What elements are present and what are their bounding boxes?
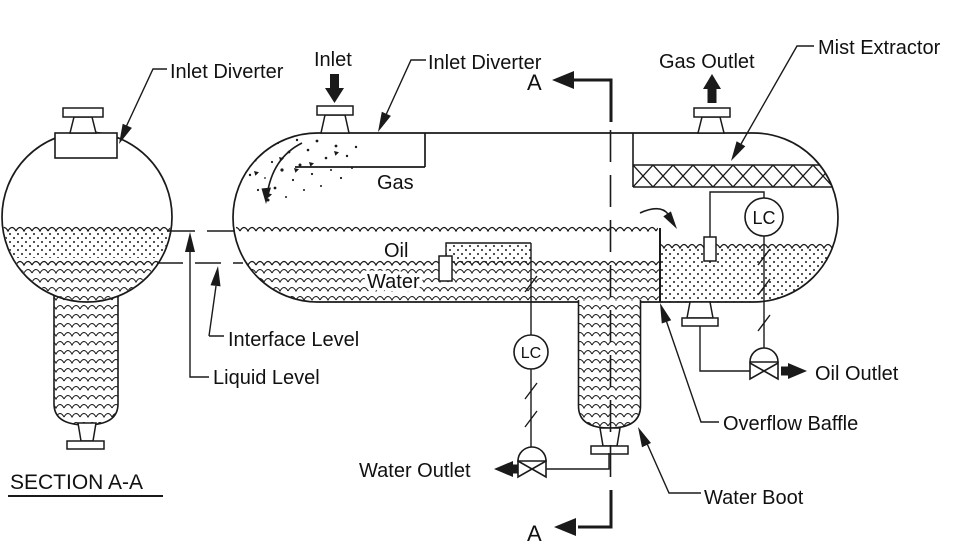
section-cut-line [552,71,613,536]
overflow-baffle-label: Overflow Baffle [723,413,858,435]
leader-arrow-inlet-diverter-left [119,123,132,144]
inlet-spray [248,138,358,204]
oil-level-float [703,236,717,262]
water-outlet-label: Water Outlet [359,460,471,482]
leader-arrow-overflow-baffle [660,303,672,324]
water-boot-label: Water Boot [704,487,804,509]
main-separator-vessel [232,105,839,327]
gas-outlet-flow-arrow [707,88,717,103]
leader-lines [119,45,814,494]
section-marker-bottom-label: A [527,521,542,546]
liquid-level-label: Liquid Level [213,367,320,389]
inlet-flow-arrow [330,74,339,89]
leader-arrow-water-boot [638,427,651,448]
interface-level-label: Interface Level [228,329,359,351]
water-boot [577,299,642,455]
level-controller-circle [513,334,549,370]
interface-level-arrow [210,266,221,287]
oil-outlet-label: Oil Outlet [815,363,899,385]
oil-pocket [446,243,531,263]
level-controller-label: LC [752,208,775,228]
inlet-diverter-left-label: Inlet Diverter [170,61,284,83]
stream-arrows [325,74,721,103]
valve-actuator [749,347,779,363]
inlet-nozzle [316,105,354,134]
section-top-nozzle [69,116,97,134]
gas-phase-label: Gas [377,172,414,194]
gas-outlet-label: Gas Outlet [659,51,755,73]
mist-extractor-element [632,133,838,188]
interface-float [438,255,453,282]
liquid-level-arrow [185,232,195,252]
level-controller-circle [744,197,784,237]
water-outlet-flow-arrow [494,461,513,477]
inlet-label: Inlet [314,49,352,71]
section-view-vessel [1,107,173,450]
main-vessel-contents [236,133,838,302]
main-vessel-shell [232,132,839,303]
section-marker-top-label: A [527,70,542,95]
oil-outlet-valve [749,361,779,381]
overflow-flow-arrow [639,207,677,229]
level-controller-label: LC [521,345,541,362]
section-arrow-bottom [554,518,576,536]
section-title: SECTION A-A [10,471,143,494]
valve-actuator [517,446,547,462]
oil-outlet-flow-arrow [788,363,807,379]
gas-outlet-nozzle [693,107,731,134]
inlet-diverter-center-label: Inlet Diverter [428,52,542,74]
water-phase-label: Water [367,271,420,293]
section-arrow-top [552,71,574,89]
water-outlet-valve [517,459,547,479]
mist-extractor-label: Mist Extractor [818,37,941,59]
section-vessel-contents [3,224,171,301]
oil-outlet-nozzle [681,301,719,327]
interface-level-control-loop [494,243,610,479]
oil-phase-label: Oil [384,240,408,262]
text-labels: Inlet Diverter Inlet Inlet Diverter A Ga… [8,37,941,546]
leader-arrow-mist-extractor [731,141,746,161]
leader-arrow-inlet-diverter-center [378,111,391,132]
section-boot-nozzle [77,422,97,442]
oil-level-control-loop [699,191,807,381]
section-inlet-diverter [54,132,118,159]
inlet-diverter-plate [295,133,426,168]
level-reference-lines [157,230,243,378]
